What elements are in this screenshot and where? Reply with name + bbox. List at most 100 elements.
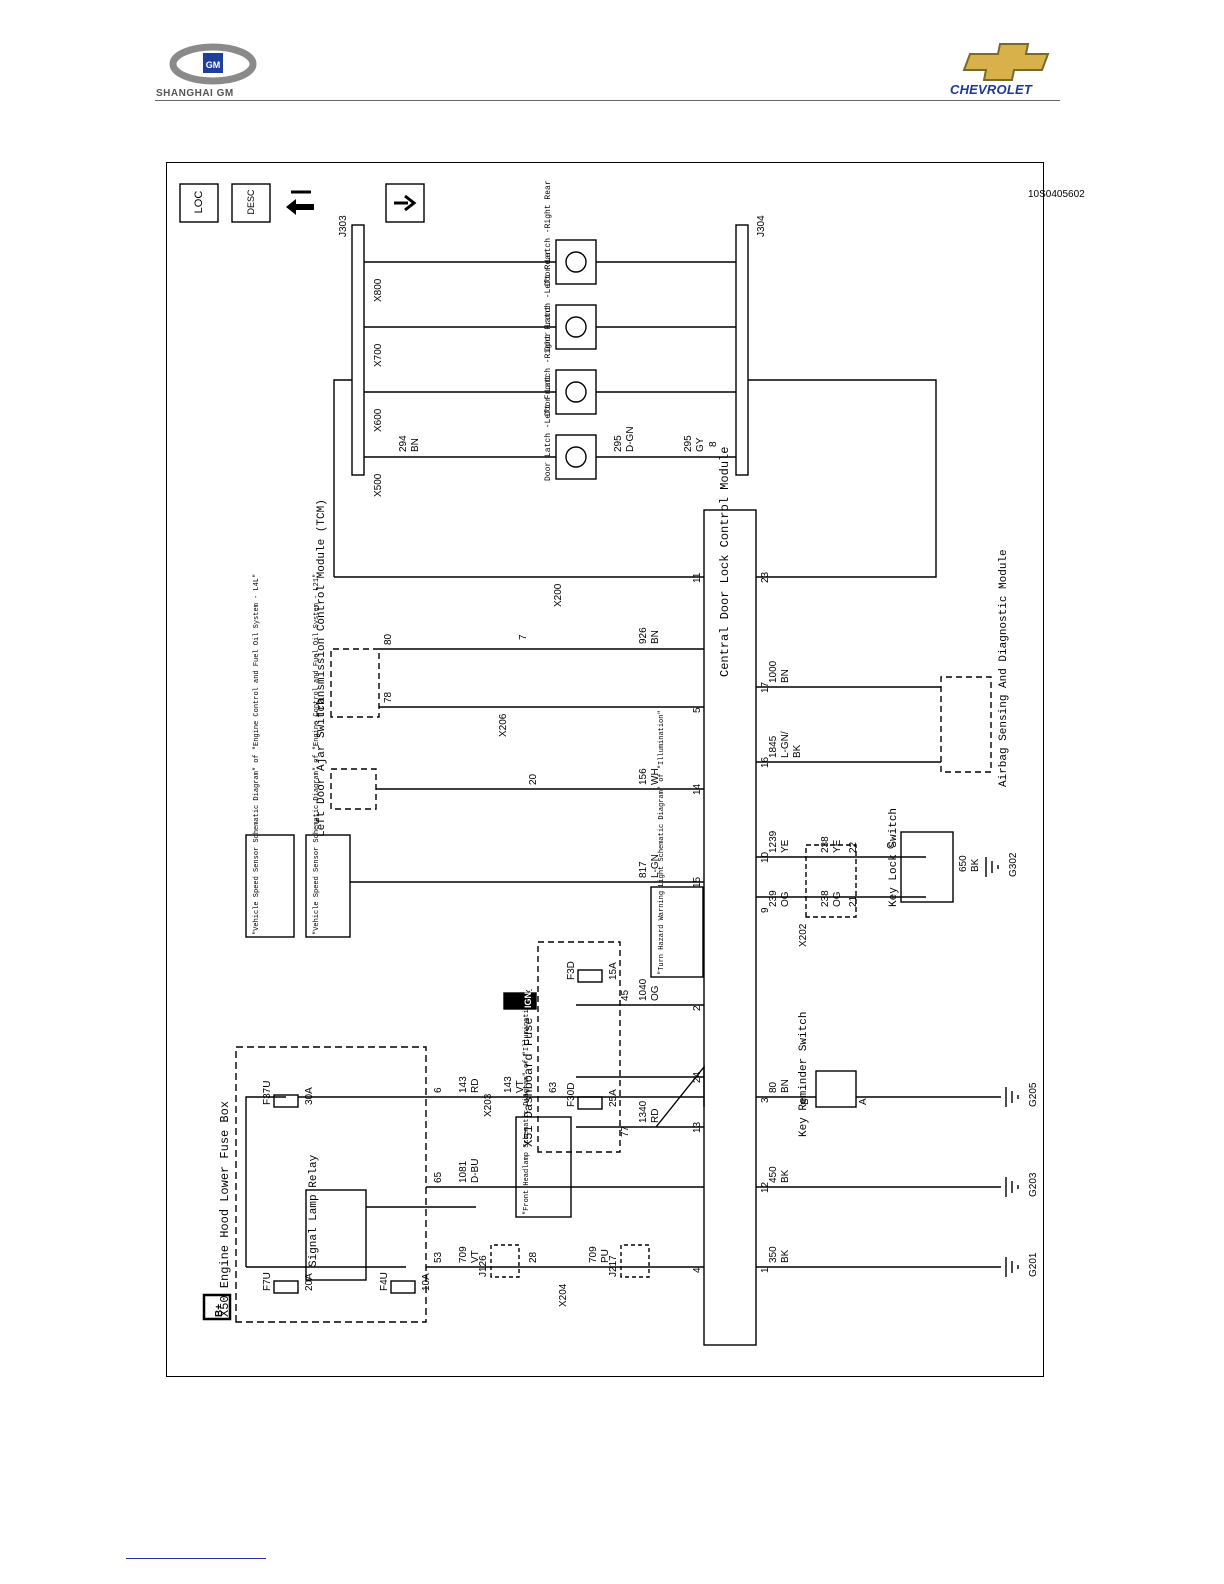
j126-label: J126 (478, 1255, 489, 1277)
pin-3: 3 (760, 1097, 771, 1103)
bplus-text: B+ (214, 1304, 225, 1317)
pin-1: 1 (760, 1267, 771, 1273)
footnote-rule (126, 1558, 266, 1559)
wire-238ye-color: YE (832, 839, 843, 853)
connector-x500: X500 (373, 473, 384, 497)
tcm-box[interactable] (330, 648, 380, 718)
vss2-note-text: "Vehicle Speed Sensor Schematic Diagram"… (313, 574, 321, 935)
key-lock-label: Key Lock Switch (888, 808, 900, 907)
f30d-rating: 25A (608, 1089, 619, 1107)
pin-78: 78 (383, 691, 394, 703)
key-lock-switch[interactable] (900, 831, 954, 903)
wire-1081-color: D-BU (470, 1159, 481, 1183)
vss-note-l21 (305, 834, 351, 938)
pin-63: 63 (548, 1081, 559, 1093)
j217-splice (620, 1244, 650, 1278)
wire-1239-color: YE (780, 839, 791, 853)
pin-28: 28 (528, 1251, 539, 1263)
central-door-lock-module[interactable] (703, 509, 757, 1346)
pin-6: 6 (433, 1087, 444, 1093)
f37u-fuse[interactable] (273, 1094, 299, 1108)
ground-g203: G203 (1028, 1172, 1039, 1197)
chevrolet-text: CHEVROLET (950, 82, 1032, 97)
ground-symbols (985, 857, 1019, 1277)
wire-239-label: 239 (768, 890, 779, 907)
pin-15: 15 (692, 876, 703, 888)
f37u-label: F37U (262, 1081, 273, 1105)
wire-350-color: BK (780, 1249, 791, 1263)
door-latch-columns (364, 239, 736, 480)
airbag-label: Airbag Sensing And Diagnostic Module (998, 549, 1010, 787)
desc-icon[interactable]: DESC (231, 183, 271, 223)
wire-1845-color: L-GN/ (780, 731, 791, 758)
signal-relay-label: Signal Lamp Relay (308, 1154, 320, 1267)
key-reminder-switch[interactable] (815, 1070, 857, 1108)
diagram-frame (166, 162, 1044, 1377)
wire-1040-label: 1040 (638, 978, 649, 1001)
wire-143vt-label: 143 (503, 1076, 514, 1093)
x51-fuse-box[interactable] (537, 941, 621, 1153)
figure-id: 10S0405602 (1028, 189, 1085, 200)
j126-splice (490, 1244, 520, 1278)
pin-8: 8 (708, 441, 719, 447)
wire-156-color: WH (650, 768, 661, 785)
f4u-label: F4U (379, 1272, 390, 1291)
x202-x500-splice-area (805, 844, 857, 918)
key-reminder-label: Key Reminder Switch (798, 1012, 810, 1137)
connector-x800: X800 (373, 278, 384, 302)
pin-B-reminder: B (800, 1098, 811, 1105)
pin-10: 10 (760, 851, 771, 863)
pin-4: 4 (692, 1267, 703, 1273)
tool-arrows-icon[interactable] (286, 190, 314, 215)
wire-295gy-color: GY (695, 437, 706, 452)
wire-294-label: 294 (398, 435, 409, 452)
wire-450-label: 450 (768, 1166, 779, 1183)
wire-650-label: 650 (958, 855, 969, 872)
x50-fuse-box[interactable] (235, 1046, 427, 1323)
pin-11: 11 (692, 572, 703, 583)
f3d-fuse[interactable] (577, 969, 603, 983)
lower-wires (756, 686, 1001, 1268)
tcm-wires (379, 648, 704, 708)
f7u-rating: 20A (304, 1273, 315, 1291)
pin-65: 65 (433, 1171, 444, 1183)
wire-294-to-j303 (333, 379, 704, 578)
turn-hazard-note-text: "Turn Hazard Warning Light Schematic Dia… (658, 710, 666, 975)
wire-709vt-label: 709 (458, 1246, 469, 1263)
wire-1845-color2: BK (792, 744, 803, 758)
svg-text:LOC: LOC (193, 191, 205, 214)
f4u-fuse[interactable] (390, 1280, 416, 1294)
wire-238og-label: 238 (820, 890, 831, 907)
j304-label: J304 (756, 215, 767, 237)
wire-239-color: OG (780, 891, 791, 907)
signal-lamp-relay[interactable] (305, 1189, 367, 1281)
pin-2: 2 (692, 1005, 703, 1011)
turn-hazard-note (650, 886, 704, 978)
pin-13: 13 (692, 1121, 703, 1133)
wire-143vt-color: VT (515, 1080, 526, 1093)
ground-g302: G302 (1008, 852, 1019, 877)
airbag-module-box[interactable] (940, 676, 992, 773)
down-arrow-icon[interactable] (385, 183, 425, 223)
pin-45: 45 (620, 989, 631, 1001)
left-door-ajar-switch-box[interactable] (330, 768, 377, 810)
j303-bus (351, 224, 365, 476)
tcm-label: Transmission Control Module (TCM) (316, 499, 328, 717)
shanghai-gm-text: SHANGHAI GM (156, 88, 234, 99)
f37u-rating: 30A (304, 1087, 315, 1105)
wire-80-color: BN (780, 1079, 791, 1093)
loc-icon[interactable]: LOC (179, 183, 219, 223)
wire-143rd-color: RD (470, 1079, 481, 1093)
connector-x200: X200 (553, 583, 564, 607)
pin-22: 22 (848, 841, 859, 853)
latch-rr-label: Door Latch -Right Rear (544, 180, 553, 286)
central-module-label: Central Door Lock Control Module (718, 447, 732, 677)
wire-1040-color: OG (650, 985, 661, 1001)
wire-80-label: 80 (768, 1081, 779, 1093)
f7u-fuse[interactable] (273, 1280, 299, 1294)
pin-17: 17 (760, 681, 771, 693)
f30d-fuse[interactable] (577, 1096, 603, 1110)
x50-wires (245, 1096, 704, 1268)
wire-295-to-j304 (748, 379, 937, 578)
